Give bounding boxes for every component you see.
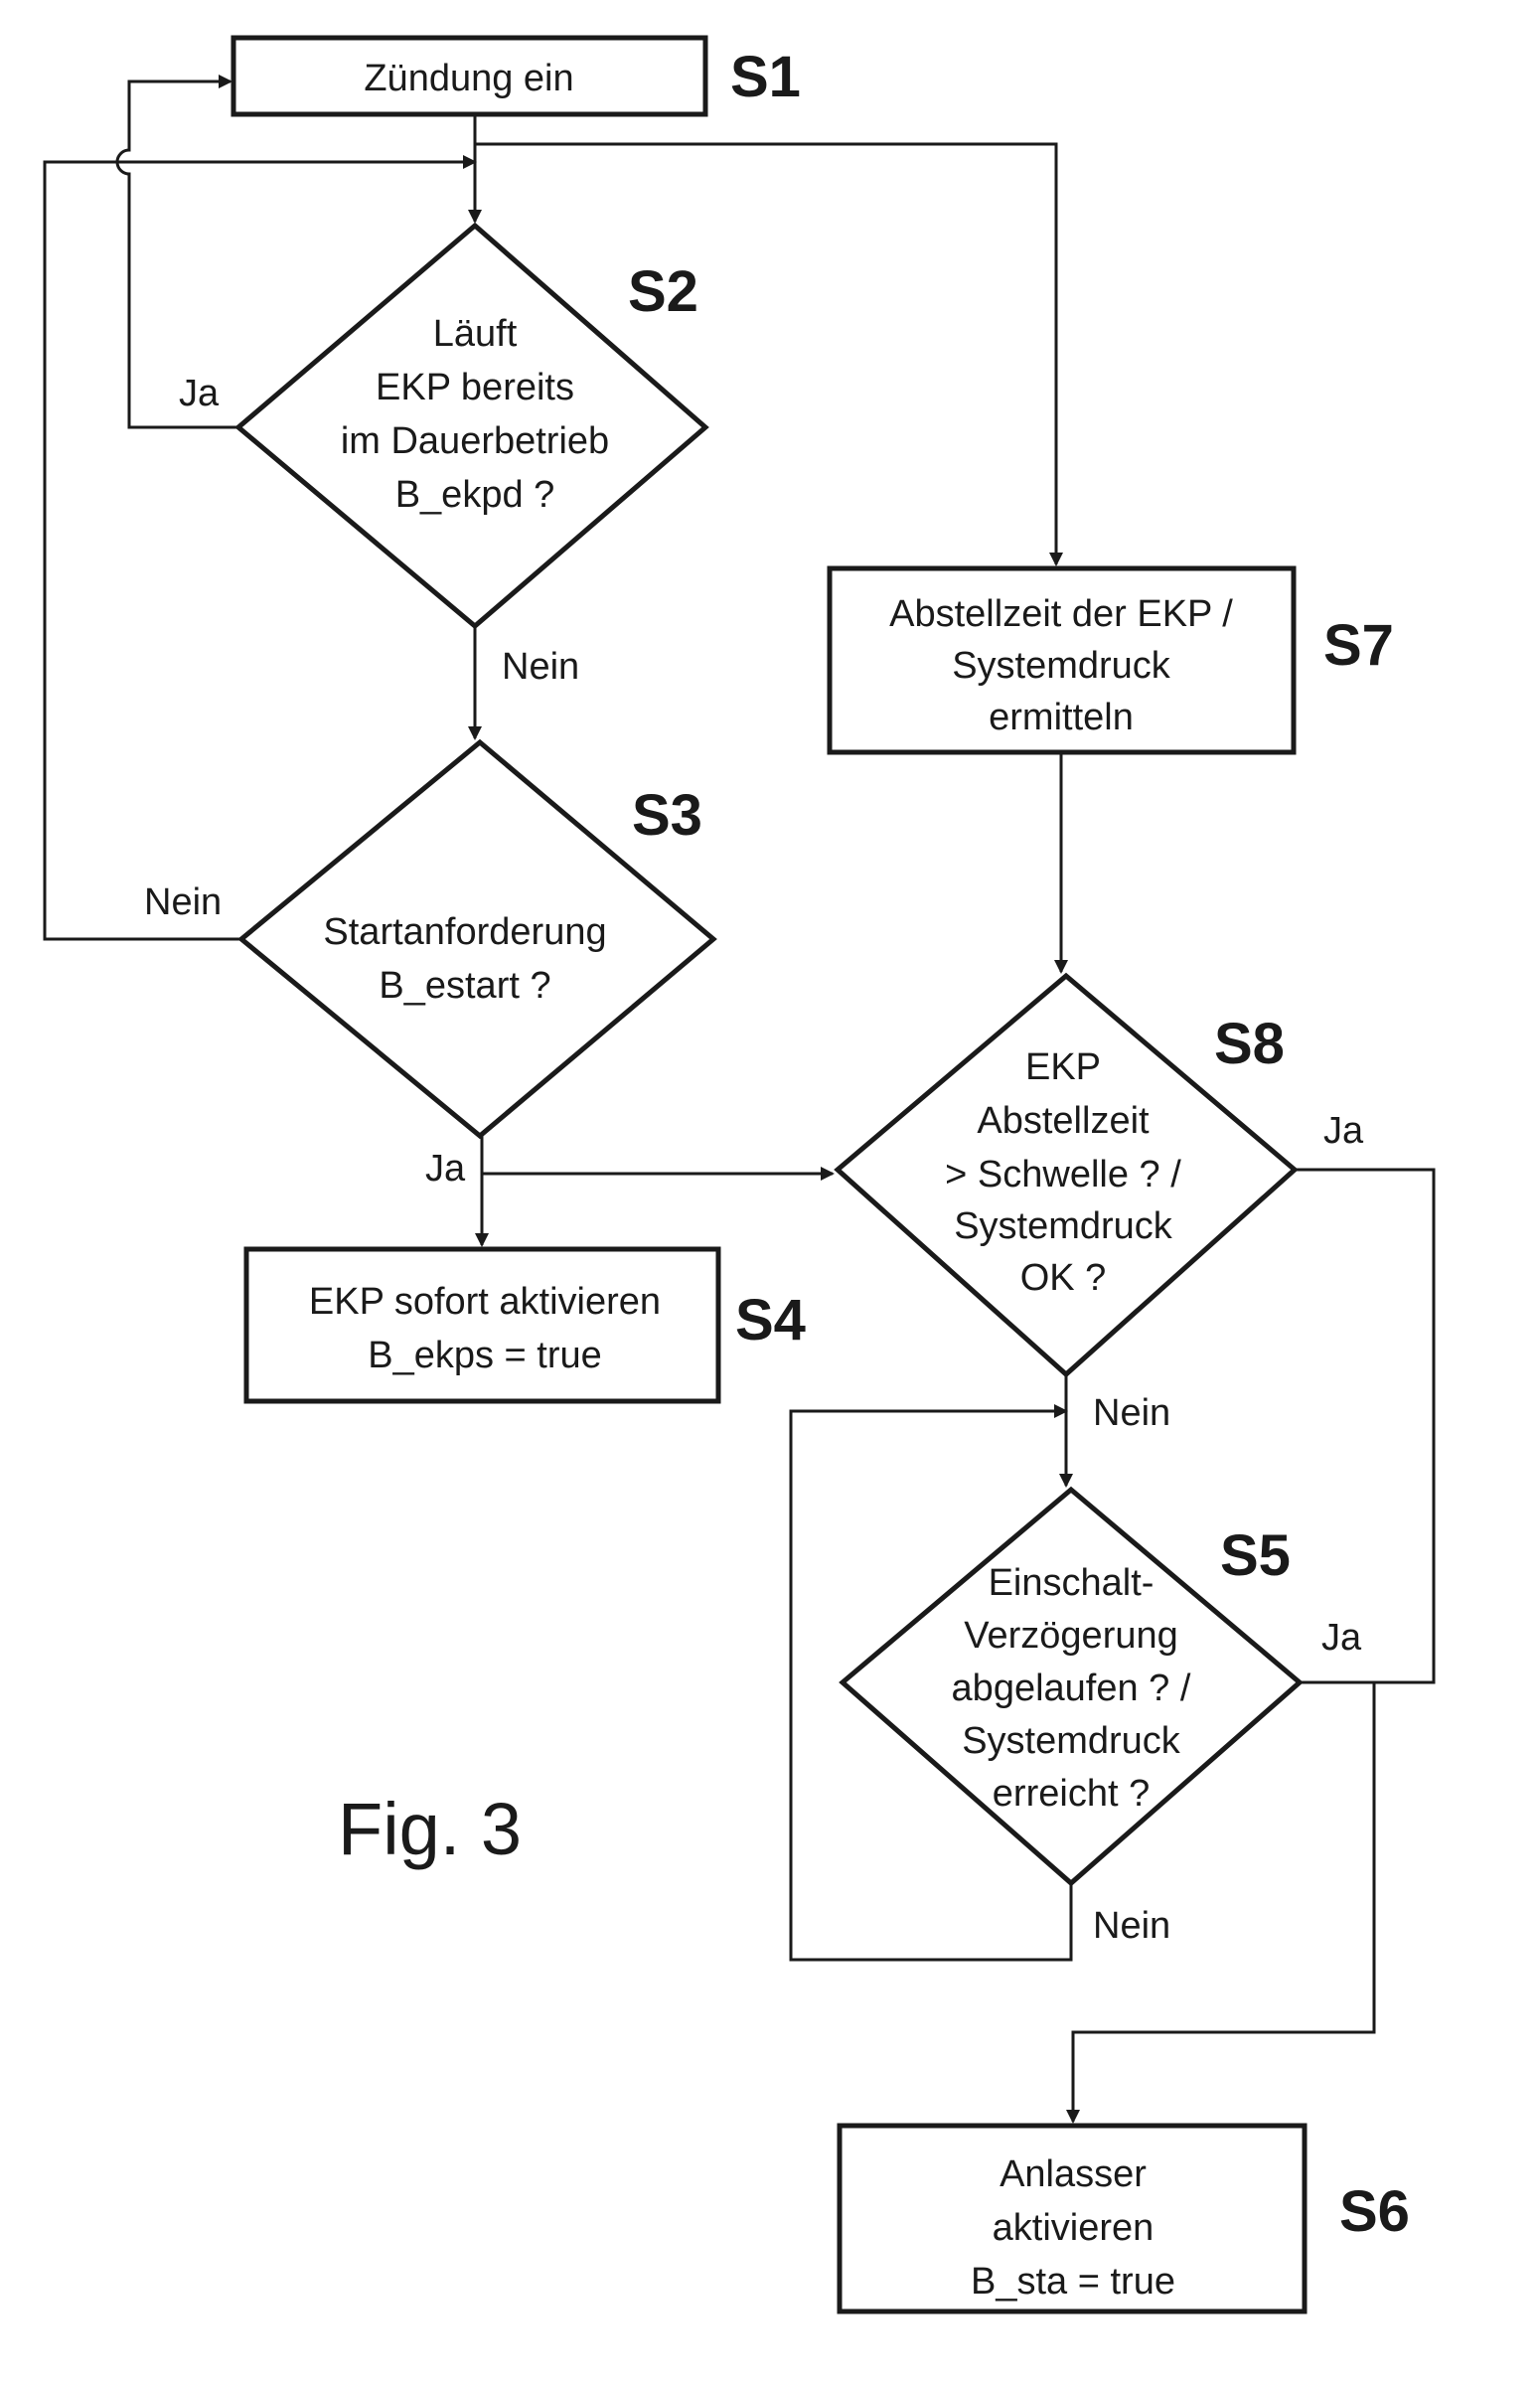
s7-text-line: ermitteln: [989, 697, 1134, 738]
s2-text-line: B_ekpd ?: [395, 474, 555, 516]
edge-to-s6: [1066, 1682, 1376, 2124]
figure-label: Fig. 3: [338, 1788, 522, 1870]
edge-s2-yes-loop: [115, 75, 238, 429]
s7-text-line: Abstellzeit der EKP /: [889, 593, 1233, 635]
s2-text-group: Läuft EKP bereits im Dauerbetrieb B_ekpd…: [341, 313, 609, 516]
edge-s5-no-loop: [789, 1404, 1073, 1962]
s1-step-label: S1: [730, 45, 801, 109]
s2-text-line: Läuft: [433, 313, 518, 355]
edge-s1-s7: [475, 142, 1063, 566]
edge-label-s2-no: Nein: [502, 646, 579, 688]
s5-step-label: S5: [1220, 1523, 1291, 1588]
s2-text-line: im Dauerbetrieb: [341, 420, 609, 462]
s4-text-line: EKP sofort aktivieren: [309, 1281, 661, 1323]
s8-text-line: Abstellzeit: [977, 1100, 1150, 1142]
s7-step-label: S7: [1323, 613, 1394, 678]
s6-text-line: B_sta = true: [971, 2261, 1175, 2303]
s1-text-line: Zündung ein: [364, 58, 573, 99]
edge-label-s3-yes: Ja: [425, 1148, 466, 1190]
edge-label-s5-no: Nein: [1093, 1905, 1170, 1947]
edge-label-s3-no: Nein: [144, 881, 222, 923]
s6-text-line: Anlasser: [1000, 2153, 1147, 2195]
s3-step-label: S3: [632, 783, 702, 848]
edge-s3-no-loop: [43, 155, 477, 941]
s5-diamond: [839, 1486, 1304, 1887]
s4-step-label: S4: [735, 1288, 806, 1352]
s1-text-group: Zündung ein: [364, 58, 573, 99]
s3-text-line: Startanforderung: [323, 911, 606, 953]
s8-text-group: EKP Abstellzeit > Schwelle ? / Systemdru…: [945, 1046, 1181, 1299]
edge-label-s2-yes: Ja: [179, 373, 220, 414]
edge-s8-yes: [1295, 1168, 1436, 1684]
s3-text-line: B_estart ?: [379, 965, 550, 1007]
s7-text-line: Systemdruck: [952, 645, 1171, 687]
s7-box: [827, 565, 1297, 755]
s1-box: [231, 35, 708, 117]
s8-text-line: > Schwelle ? /: [945, 1154, 1181, 1195]
s5-text-line: abgelaufen ? /: [952, 1668, 1191, 1709]
s5-text-line: Verzögerung: [964, 1615, 1178, 1657]
s8-text-line: OK ?: [1020, 1257, 1107, 1299]
s4-box: [243, 1246, 721, 1404]
s5-text-line: Einschalt-: [989, 1562, 1155, 1604]
s2-diamond: [234, 222, 709, 630]
s2-step-label: S2: [628, 259, 698, 324]
s6-box: [837, 2123, 1308, 2314]
s8-step-label: S8: [1214, 1012, 1285, 1076]
s6-text-line: aktivieren: [993, 2207, 1155, 2249]
edge-label-s8-no: Nein: [1093, 1392, 1170, 1434]
s7-text-group: Abstellzeit der EKP / Systemdruck ermitt…: [889, 593, 1233, 738]
s8-text-line: Systemdruck: [954, 1205, 1173, 1247]
s8-text-line: EKP: [1025, 1046, 1101, 1088]
s8-diamond: [834, 972, 1299, 1378]
s2-text-line: EKP bereits: [376, 367, 574, 408]
s3-diamond: [237, 738, 717, 1140]
s5-text-line: erreicht ?: [993, 1773, 1150, 1815]
s3-text-group: Startanforderung B_estart ?: [323, 911, 606, 1007]
s4-text-line: B_ekps = true: [368, 1335, 602, 1376]
edge-label-s5-yes: Ja: [1321, 1617, 1362, 1659]
edge-label-s8-yes: Ja: [1323, 1110, 1364, 1152]
s5-text-line: Systemdruck: [962, 1720, 1181, 1762]
s5-text-group: Einschalt- Verzögerung abgelaufen ? / Sy…: [952, 1562, 1191, 1815]
s6-text-group: Anlasser aktivieren B_sta = true: [971, 2153, 1175, 2303]
s4-text-group: EKP sofort aktivieren B_ekps = true: [309, 1281, 661, 1376]
connectors: [43, 75, 1436, 2124]
s6-step-label: S6: [1339, 2179, 1410, 2244]
